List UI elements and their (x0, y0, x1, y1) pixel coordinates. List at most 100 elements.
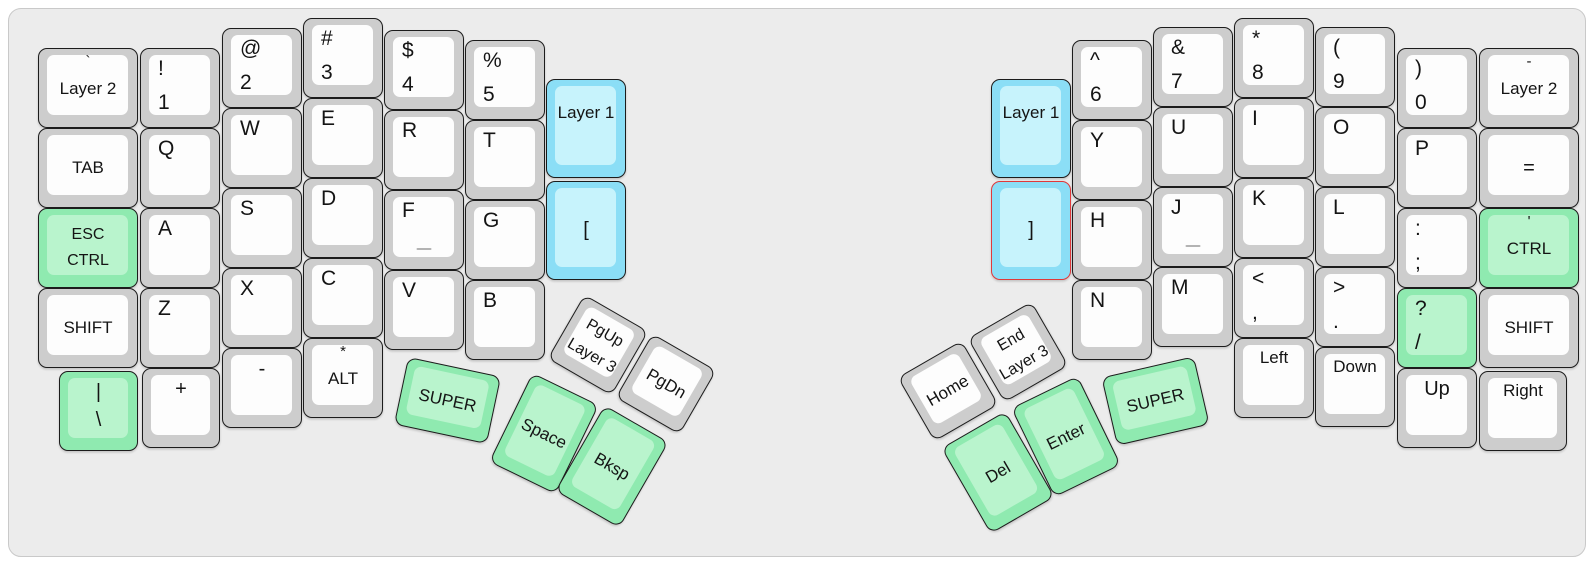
keycap-top (1488, 55, 1569, 115)
key-layer1-right[interactable]: Layer 1 (991, 79, 1071, 178)
key-g[interactable]: G (465, 200, 545, 280)
keycap-top (1488, 295, 1569, 355)
key-s[interactable]: S (222, 188, 302, 268)
key-z[interactable]: Z (140, 288, 220, 368)
keycap-top (1324, 114, 1385, 174)
key-label: Right (1503, 381, 1543, 400)
keycap-top (312, 185, 373, 245)
homing-bar-icon (416, 247, 431, 250)
key-i[interactable]: I (1234, 98, 1314, 178)
keycap-top (1162, 34, 1223, 94)
key-lparen-9[interactable]: (9 (1315, 27, 1395, 107)
key-f[interactable]: F (384, 190, 464, 270)
key-shift-right[interactable]: SHIFT (1479, 288, 1579, 368)
keycap-top (149, 215, 210, 275)
key-plus[interactable]: + (142, 368, 220, 448)
key-w[interactable]: W (222, 108, 302, 188)
keycap-top (474, 207, 535, 267)
key-label: @2 (240, 37, 262, 94)
key-u[interactable]: U (1153, 107, 1233, 187)
key-tab[interactable]: TAB (38, 128, 138, 208)
key-p[interactable]: P (1397, 128, 1477, 208)
key-quote-ctrl[interactable]: 'CTRL (1479, 208, 1579, 288)
keycap-top (1324, 274, 1385, 334)
key-label: :; (1415, 217, 1421, 274)
key-question-slash[interactable]: ?/ (1397, 288, 1477, 368)
key-h[interactable]: H (1072, 200, 1152, 280)
key-n[interactable]: N (1072, 280, 1152, 360)
key-l[interactable]: L (1315, 187, 1395, 267)
key-left-bracket[interactable]: [ (546, 181, 626, 280)
key-label: S (240, 197, 255, 220)
key-r[interactable]: R (384, 110, 464, 190)
key-at-2[interactable]: @2 (222, 28, 302, 108)
keycap-top (47, 135, 128, 195)
key-t[interactable]: T (465, 120, 545, 200)
key-o[interactable]: O (1315, 107, 1395, 187)
key-b[interactable]: B (465, 280, 545, 360)
key-exclam-1[interactable]: !1 (140, 48, 220, 128)
key-caret-6[interactable]: ^6 (1072, 40, 1152, 120)
key-asterisk-8[interactable]: *8 (1234, 18, 1314, 98)
key-y[interactable]: Y (1072, 120, 1152, 200)
key-pipe-backslash[interactable]: |\ (59, 371, 138, 451)
key-k[interactable]: K (1234, 178, 1314, 258)
key-layer1-left[interactable]: Layer 1 (546, 79, 626, 178)
key-dollar-4[interactable]: $4 (384, 30, 464, 110)
keycap-top (312, 345, 373, 405)
key-asterisk-alt[interactable]: *ALT (303, 338, 383, 418)
key-j[interactable]: J (1153, 187, 1233, 267)
key-m[interactable]: M (1153, 267, 1233, 347)
key-label: !1 (158, 57, 170, 114)
key-q[interactable]: Q (140, 128, 220, 208)
key-minus-layer2[interactable]: -Layer 2 (1479, 48, 1579, 128)
keycap-top (312, 265, 373, 325)
key-label: X (240, 277, 255, 300)
key-label: M (1171, 276, 1189, 299)
keycap-top (1162, 274, 1223, 334)
key-label: Down (1333, 357, 1377, 376)
key-amp-7[interactable]: &7 (1153, 27, 1233, 107)
key-label: ^6 (1090, 49, 1102, 106)
key-a[interactable]: A (140, 208, 220, 288)
key-grave-layer2[interactable]: `Layer 2 (38, 48, 138, 128)
key-label: A (158, 217, 173, 240)
key-arrow-right[interactable]: Right (1479, 371, 1567, 451)
key-right-bracket[interactable]: ] (991, 181, 1071, 280)
key-x[interactable]: X (222, 268, 302, 348)
key-arrow-down[interactable]: Down (1315, 347, 1395, 427)
key-label: O (1333, 116, 1350, 139)
keycap-top (68, 378, 128, 438)
key-c[interactable]: C (303, 258, 383, 338)
key-label: $4 (402, 39, 414, 96)
key-shift-left[interactable]: SHIFT (38, 288, 138, 368)
keycap-top (1406, 215, 1467, 275)
key-label: - (258, 358, 266, 380)
key-super-left[interactable]: SUPER (393, 356, 502, 445)
key-super-right[interactable]: SUPER (1101, 356, 1210, 446)
key-v[interactable]: V (384, 270, 464, 350)
key-percent-5[interactable]: %5 (465, 40, 545, 120)
key-greater-period[interactable]: >. (1315, 267, 1395, 347)
key-label: *8 (1252, 27, 1264, 84)
key-label: V (402, 279, 417, 302)
key-arrow-left[interactable]: Left (1234, 338, 1314, 418)
key-label: `Layer 2 (59, 53, 117, 98)
key-equals[interactable]: = (1479, 128, 1579, 208)
key-hash-3[interactable]: #3 (303, 18, 383, 98)
key-colon-semicolon[interactable]: :; (1397, 208, 1477, 288)
key-d[interactable]: D (303, 178, 383, 258)
keycap-top (1488, 378, 1557, 438)
key-label: Left (1259, 348, 1289, 367)
keycap-top (393, 37, 454, 97)
key-label: )0 (1415, 57, 1427, 114)
key-arrow-up[interactable]: Up (1397, 368, 1477, 448)
key-e[interactable]: E (303, 98, 383, 178)
keycap-top (1081, 127, 1142, 187)
key-less-comma[interactable]: <, (1234, 258, 1314, 338)
key-rparen-0[interactable]: )0 (1397, 48, 1477, 128)
key-minus[interactable]: - (222, 348, 302, 428)
keycap-top (149, 135, 210, 195)
keycap-top (1406, 135, 1467, 195)
